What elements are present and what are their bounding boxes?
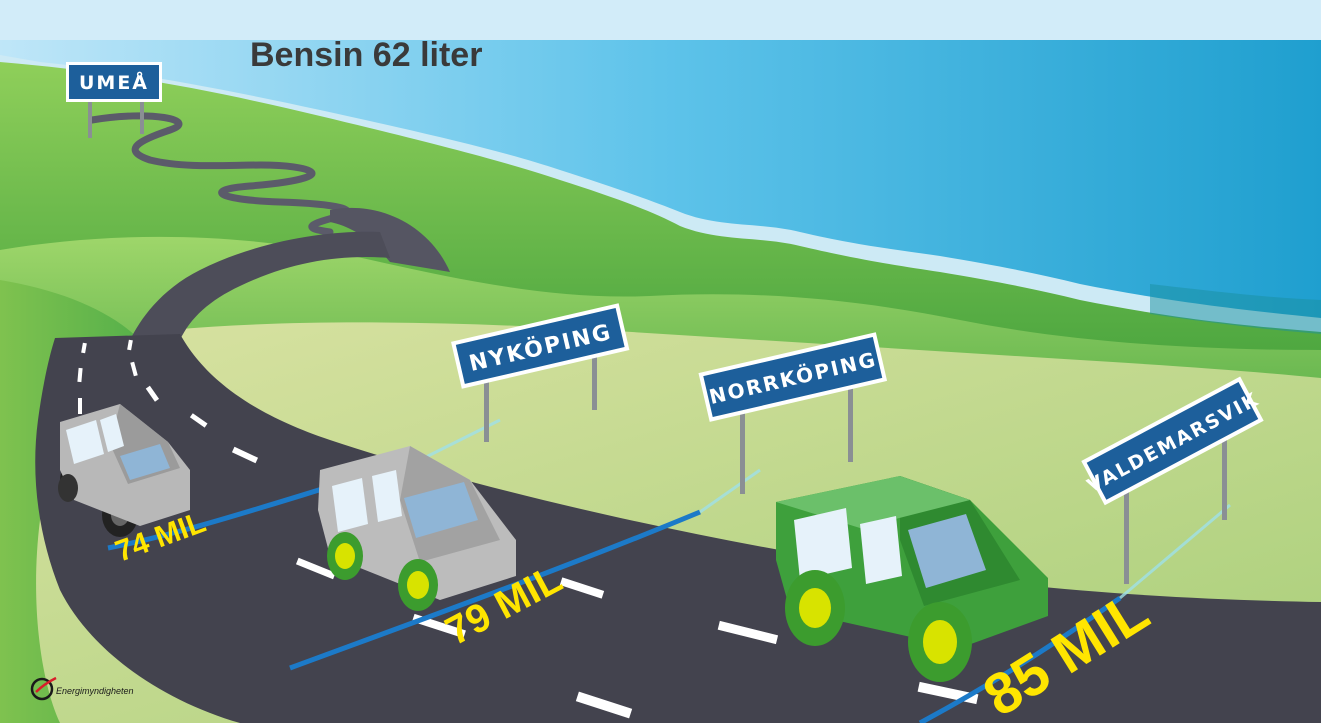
car-gray-small bbox=[58, 404, 190, 537]
sign-nykoping: NYKÖPING bbox=[451, 303, 630, 442]
road-approach bbox=[330, 207, 450, 272]
road-bend bbox=[130, 231, 390, 340]
energimyndigheten-logo: Energimyndigheten bbox=[30, 676, 134, 701]
car-gray-medium bbox=[318, 446, 516, 611]
sign-umea: UMEÅ bbox=[66, 62, 162, 138]
sea-edge bbox=[1150, 284, 1321, 334]
sign-umea-label: UMEÅ bbox=[79, 70, 149, 94]
car-green-large bbox=[776, 476, 1048, 682]
left-hill bbox=[0, 280, 140, 723]
logo-text: Energimyndigheten bbox=[56, 686, 134, 696]
page-title: Bensin 62 liter bbox=[250, 36, 482, 74]
